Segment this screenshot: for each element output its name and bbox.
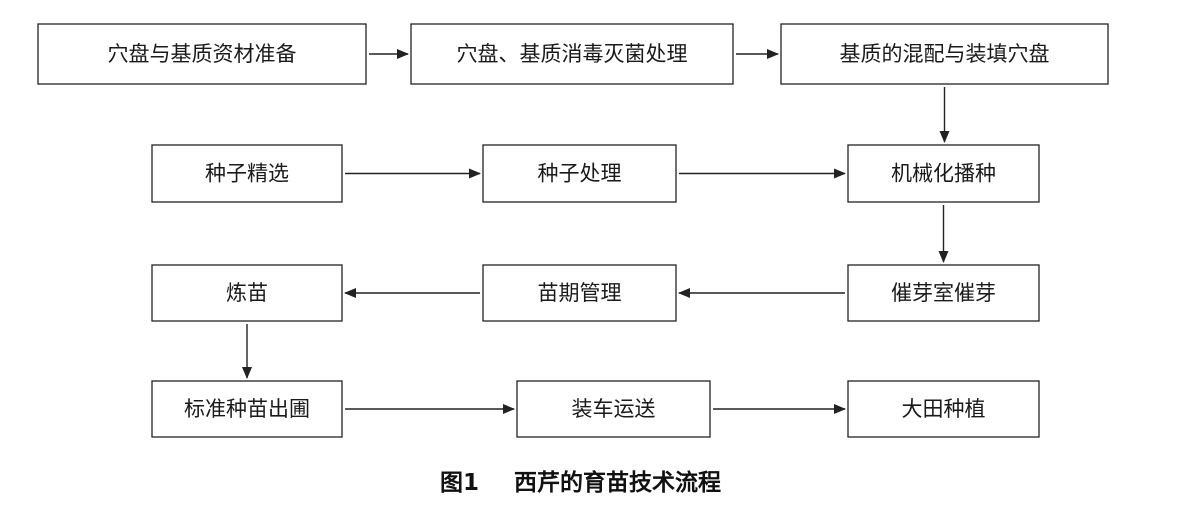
flow-node-box <box>410 23 734 85</box>
flow-node-box <box>516 380 711 438</box>
caption-title: 西芹的育苗技术流程 <box>514 469 721 496</box>
flow-node-label: 种子处理 <box>538 162 622 186</box>
edges-layer <box>242 49 950 414</box>
flow-node: 种子精选 <box>151 144 343 203</box>
flow-node-label: 基质的混配与装填穴盘 <box>840 42 1050 66</box>
flow-node: 穴盘、基质消毒灭菌处理 <box>410 23 734 85</box>
flow-node: 种子处理 <box>482 144 677 203</box>
flow-node-label: 穴盘与基质资材准备 <box>108 42 297 66</box>
flow-node-box <box>482 264 677 322</box>
flow-node-box <box>847 380 1040 438</box>
flow-node-box <box>847 144 1040 203</box>
figure-caption: 图1 西芹的育苗技术流程 <box>440 469 721 496</box>
flow-node-label: 催芽室催芽 <box>891 281 996 305</box>
flow-node-box <box>151 144 343 203</box>
flow-node-box <box>482 144 677 203</box>
flow-node: 机械化播种 <box>847 144 1040 203</box>
flow-node: 基质的混配与装填穴盘 <box>780 23 1109 85</box>
flow-node-label: 种子精选 <box>205 162 289 186</box>
flow-node: 苗期管理 <box>482 264 677 322</box>
flow-node: 穴盘与基质资材准备 <box>37 23 367 85</box>
caption-figure-number: 图1 <box>440 470 479 496</box>
flow-node-box <box>847 264 1040 322</box>
flow-node: 催芽室催芽 <box>847 264 1040 322</box>
flow-node-box <box>151 264 343 322</box>
flow-node-label: 标准种苗出圃 <box>184 397 310 421</box>
flow-node-label: 苗期管理 <box>538 281 622 305</box>
flow-node-label: 机械化播种 <box>891 162 996 186</box>
flow-node-box <box>151 380 343 438</box>
flow-node-label: 装车运送 <box>572 397 656 421</box>
flow-node-label: 大田种植 <box>902 397 986 421</box>
flow-node-label: 炼苗 <box>226 281 268 305</box>
flow-node-box <box>37 23 367 85</box>
flow-node: 炼苗 <box>151 264 343 322</box>
flow-node: 大田种植 <box>847 380 1040 438</box>
flow-node: 标准种苗出圃 <box>151 380 343 438</box>
flow-node: 装车运送 <box>516 380 711 438</box>
flow-node-label: 穴盘、基质消毒灭菌处理 <box>457 42 688 66</box>
flow-node-box <box>780 23 1109 85</box>
